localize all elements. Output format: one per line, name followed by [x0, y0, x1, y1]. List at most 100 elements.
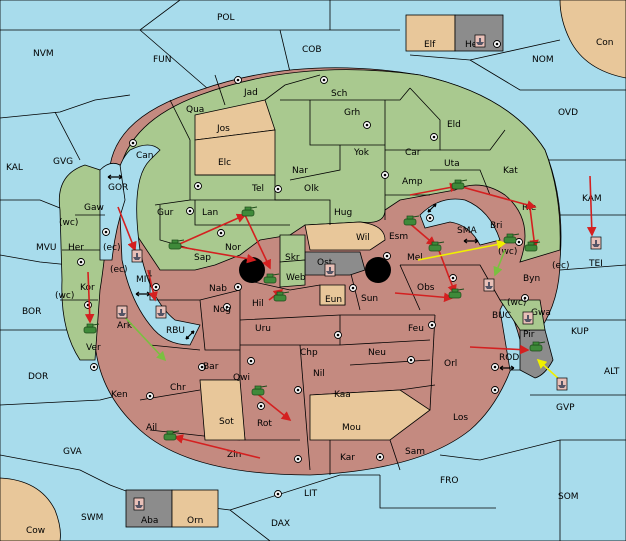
supply-center-dot — [131, 141, 135, 145]
label-sma: SMA — [457, 226, 477, 236]
army-unit[interactable] — [168, 239, 185, 250]
label-elf: Elf — [424, 40, 436, 50]
label-olk: Olk — [304, 184, 320, 194]
supply-center-dot — [188, 209, 192, 213]
label-orl: Orl — [444, 359, 457, 369]
label-fun: FUN — [153, 55, 172, 65]
supply-center-dot — [200, 365, 204, 369]
supply-center-dot — [322, 78, 326, 82]
label-aba: Aba — [141, 516, 158, 526]
fleet-unit[interactable] — [133, 497, 145, 511]
label-ark: Ark — [117, 321, 133, 331]
army-unit[interactable] — [163, 430, 180, 441]
label-gva: GVA — [63, 447, 83, 457]
army-unit[interactable] — [451, 179, 468, 190]
label-chp: Chp — [300, 348, 318, 358]
supply-center-dot — [383, 173, 387, 177]
army-unit[interactable] — [263, 273, 280, 284]
label-som: SOM — [558, 492, 579, 502]
order-arrows — [84, 175, 597, 459]
supply-center-dot — [493, 388, 497, 392]
coast-labels: (wc) (ec) (ec) (wc) (ec) (wc) (wc) — [55, 218, 570, 308]
fleet-unit[interactable] — [590, 236, 602, 250]
label-gaw: Gaw — [84, 203, 104, 213]
label-obs: Obs — [417, 283, 435, 293]
supply-center-dot — [336, 333, 340, 337]
label-esm: Esm — [389, 232, 408, 242]
fleet-unit[interactable] — [556, 377, 568, 391]
label-sam: Sam — [405, 447, 425, 457]
label-amp: Amp — [402, 177, 423, 187]
label-dax: DAX — [271, 519, 290, 529]
territory-cow[interactable] — [0, 477, 61, 541]
supply-center-dot — [236, 285, 240, 289]
land-labels: Elf Hel Jad Sch Qua Jos Grh Eld Can Elc … — [68, 40, 551, 526]
fleet-unit[interactable] — [155, 305, 167, 319]
army-unit[interactable] — [529, 341, 546, 352]
label-nog: Nog — [213, 305, 231, 315]
sea-labels: POL NVM FUN COB NOM Con OVD KAL GVG KAM … — [6, 13, 620, 536]
supply-center-dot — [104, 230, 108, 234]
army-unit[interactable] — [83, 323, 100, 334]
label-ken: Ken — [111, 390, 128, 400]
sea-sma[interactable] — [419, 198, 501, 246]
label-kam: KAM — [582, 194, 602, 204]
territory-sot[interactable] — [199, 379, 246, 441]
label-gur: Gur — [157, 208, 174, 218]
fleet-unit[interactable] — [131, 249, 143, 263]
label-qua: Qua — [186, 105, 204, 115]
fleet-unit[interactable] — [522, 311, 534, 325]
army-unit[interactable] — [503, 233, 520, 244]
army-unit[interactable] — [428, 241, 445, 252]
label-sun: Sun — [361, 294, 378, 304]
coast-wc-gwa: (wc) — [507, 298, 526, 308]
territory-mou[interactable] — [309, 389, 431, 441]
army-unit[interactable] — [273, 291, 290, 302]
units — [83, 34, 602, 511]
army-unit[interactable] — [403, 215, 420, 226]
supply-center-dot — [148, 394, 152, 398]
label-mit: MIT — [136, 275, 152, 285]
fleet-unit[interactable] — [324, 263, 336, 277]
army-unit[interactable] — [241, 206, 258, 217]
label-ovd: OVD — [558, 108, 578, 118]
label-tei: TEI — [588, 259, 603, 269]
supply-center-dot — [236, 78, 240, 82]
fleet-unit[interactable] — [483, 278, 495, 292]
label-nil: Nil — [313, 369, 325, 379]
label-tel: Tel — [251, 184, 264, 194]
label-neu: Neu — [368, 348, 386, 358]
label-cob: COB — [302, 45, 322, 55]
supply-center-dot — [276, 187, 280, 191]
fleet-unit[interactable] — [474, 34, 486, 48]
label-cow: Cow — [26, 526, 45, 536]
supply-center-dot — [517, 240, 521, 244]
territory-eun[interactable] — [319, 284, 346, 306]
label-lan: Lan — [202, 208, 218, 218]
label-jos: Jos — [216, 124, 230, 134]
territory-web[interactable] — [279, 259, 306, 288]
territory-wil[interactable] — [304, 221, 386, 251]
supply-center-dot — [92, 365, 96, 369]
supply-center-dot — [432, 135, 436, 139]
label-buc: BUC — [492, 311, 511, 321]
territory-orn[interactable] — [171, 489, 219, 528]
fleet-unit[interactable] — [116, 305, 128, 319]
army-unit[interactable] — [524, 241, 541, 252]
territory-elf[interactable] — [405, 14, 456, 52]
supply-center-dot — [378, 455, 382, 459]
army-unit[interactable] — [448, 288, 465, 299]
supply-center-dot — [365, 123, 369, 127]
territory-con[interactable] — [559, 0, 626, 79]
supply-center-dot — [409, 358, 413, 362]
label-sch: Sch — [331, 89, 347, 99]
label-feu: Feu — [408, 324, 424, 334]
supply-center-dot — [154, 285, 158, 289]
label-mel: Mel — [407, 253, 423, 263]
army-unit[interactable] — [251, 385, 268, 396]
label-byn: Byn — [523, 274, 540, 284]
supply-center-dot — [430, 323, 434, 327]
label-skr: Skr — [285, 253, 300, 263]
